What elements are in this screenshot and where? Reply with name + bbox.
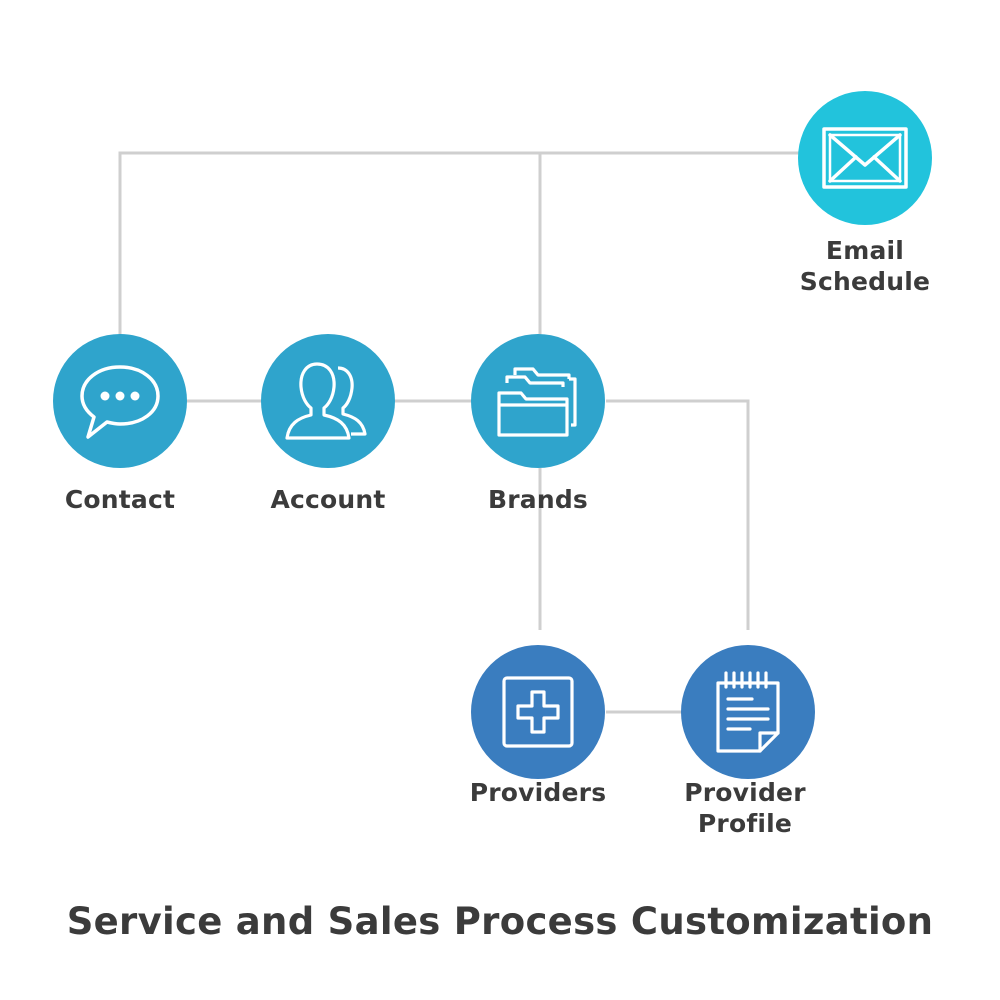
providers-node[interactable]	[471, 645, 605, 779]
notepad-icon	[716, 671, 780, 753]
users-icon	[285, 362, 367, 440]
medical-cross-icon	[502, 676, 574, 748]
provider-profile-label-line1: Provider	[684, 778, 806, 807]
email-schedule-label-line2: Schedule	[799, 267, 931, 296]
brands-node[interactable]	[471, 334, 605, 468]
account-node[interactable]	[261, 334, 395, 468]
connector-brands-profile	[606, 399, 750, 630]
chat-bubble-icon	[80, 365, 160, 439]
provider-profile-label: Provider Profile	[645, 777, 845, 839]
brands-label: Brands	[487, 485, 589, 514]
envelope-icon	[822, 127, 908, 189]
provider-profile-label-line2: Profile	[697, 809, 793, 838]
connector-contact-email	[118, 151, 800, 336]
providers-label: Providers	[469, 778, 607, 807]
contact-node[interactable]	[53, 334, 187, 468]
folders-icon	[497, 367, 577, 437]
email-schedule-label-line1: Email	[825, 236, 905, 265]
account-label: Account	[270, 485, 386, 514]
email-schedule-node[interactable]	[798, 91, 932, 225]
diagram-title: Service and Sales Process Customization	[66, 900, 934, 943]
contact-label: Contact	[64, 485, 176, 514]
provider-profile-node[interactable]	[681, 645, 815, 779]
email-schedule-label: Email Schedule	[765, 235, 965, 297]
